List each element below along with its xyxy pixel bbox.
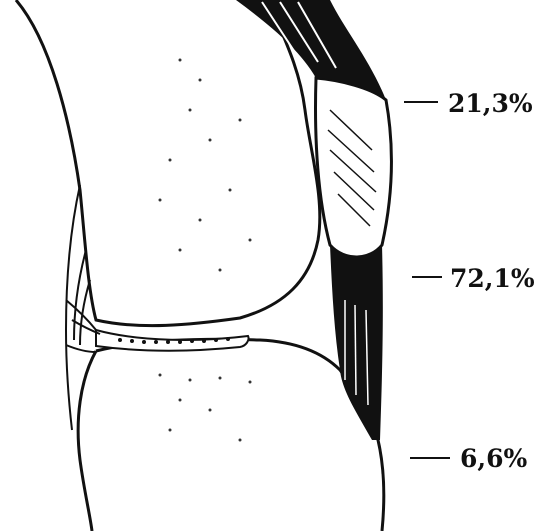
leader-line-middle — [412, 276, 442, 278]
femur-outline — [16, 0, 320, 326]
tibia-stipple — [159, 374, 252, 442]
patellar-ligament — [330, 245, 383, 440]
label-upper-percentage: 21,3% — [448, 91, 533, 116]
leader-line-lower — [410, 457, 450, 459]
patella — [316, 78, 392, 257]
leader-line-upper — [404, 101, 438, 103]
label-lower-percentage: 6,6% — [460, 446, 527, 471]
femur-stipple — [159, 59, 252, 272]
tibia-outline — [78, 351, 96, 531]
label-middle-percentage: 72,1% — [450, 266, 535, 291]
